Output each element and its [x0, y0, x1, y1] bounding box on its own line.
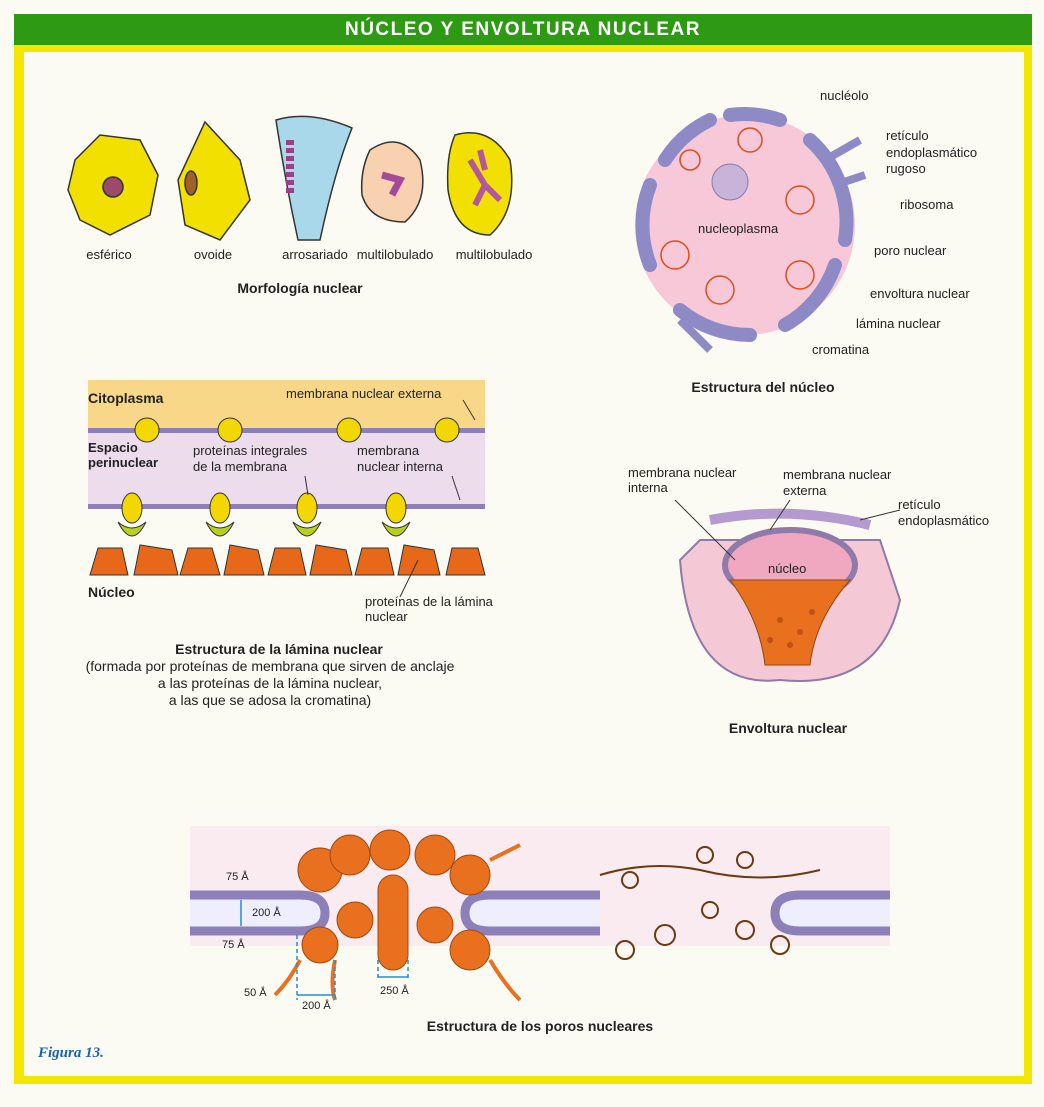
label-membrana-externa: membrana nuclear externa — [286, 386, 442, 401]
label-ribosoma: ribosoma — [900, 197, 954, 212]
env-label-interna-2: interna — [628, 480, 668, 495]
label-proteinas-2: nuclear — [365, 609, 408, 624]
dim-50: 50 Å — [244, 987, 267, 999]
nucleus-multilobulado-1 — [360, 141, 424, 223]
page-title: NÚCLEO Y ENVOLTURA NUCLEAR — [14, 14, 1032, 45]
morphology-title: Morfología nuclear — [237, 280, 363, 296]
label-envoltura-nuclear: envoltura nuclear — [870, 286, 970, 301]
env-label-interna-1: membrana nuclear — [628, 465, 737, 480]
lamina-subtitle-2: a las proteínas de la lámina nuclear, — [157, 675, 383, 691]
figure-label: Figura 13. — [38, 1045, 104, 1061]
nucleus-structure — [635, 107, 867, 353]
pore-structure — [190, 826, 890, 1002]
label-proteinas-1: proteínas de la lámina — [365, 594, 493, 609]
label-lamina-nuclear: lámina nuclear — [856, 316, 941, 331]
label-citoplasma: Citoplasma — [88, 390, 164, 406]
lamina-subtitle-3: a las que se adosa la cromatina) — [168, 692, 372, 708]
lamina-structure — [88, 380, 486, 598]
label-reticulo-2: endoplasmático — [886, 145, 978, 160]
env-label-externa-1: membrana nuclear — [783, 467, 892, 482]
label-esferico: esférico — [86, 247, 132, 262]
morphology-shapes — [67, 115, 513, 241]
label-ovoide: ovoide — [193, 247, 233, 262]
envelope-structure — [674, 499, 902, 682]
label-nucleo: Núcleo — [88, 584, 135, 600]
pores-title: Estructura de los poros nucleares — [426, 1018, 654, 1034]
label-cromatina: cromatina — [812, 342, 870, 357]
label-integrales-2: de la membrana — [193, 459, 287, 474]
label-reticulo-3: rugoso — [886, 161, 926, 176]
label-integrales-1: proteínas integrales — [193, 443, 308, 458]
label-nucleoplasma: nucleoplasma — [698, 221, 779, 236]
label-arrosariado: arrosariado — [282, 247, 348, 262]
label-multilobulado-1: multilobulado — [356, 247, 434, 262]
dim-200-gap: 200 Å — [252, 907, 281, 919]
env-label-externa-2: externa — [783, 483, 827, 498]
dim-200-granule: 200 Å — [302, 1000, 331, 1012]
label-espacio-1: Espacio — [88, 440, 138, 455]
lamina-subtitle-1: (formada por proteínas de membrana que s… — [85, 658, 455, 674]
label-espacio-2: perinuclear — [88, 455, 159, 470]
label-nucleolo: nucléolo — [820, 88, 869, 103]
dim-75-top: 75 Å — [226, 871, 249, 883]
dim-75-bottom: 75 Å — [222, 939, 245, 951]
label-interna-1: membrana — [357, 443, 420, 458]
nucleus-multilobulado-2 — [446, 132, 513, 236]
env-label-reticulo-1: retículo — [898, 497, 941, 512]
label-reticulo-1: retículo — [886, 128, 929, 143]
label-interna-2: nuclear interna — [357, 459, 443, 474]
nucleus-structure-title: Estructura del núcleo — [691, 379, 835, 395]
nucleus-arrosariado — [275, 115, 353, 241]
label-poro-nuclear: poro nuclear — [874, 243, 947, 258]
env-label-nucleo: núcleo — [768, 561, 807, 576]
env-label-reticulo-2: endoplasmático — [898, 513, 990, 528]
dim-250: 250 Å — [380, 985, 409, 997]
label-multilobulado-2: multilobulado — [455, 247, 533, 262]
envelope-title: Envoltura nuclear — [728, 720, 848, 736]
lamina-title: Estructura de la lámina nuclear — [175, 641, 383, 657]
nucleus-ovoid — [177, 120, 251, 241]
